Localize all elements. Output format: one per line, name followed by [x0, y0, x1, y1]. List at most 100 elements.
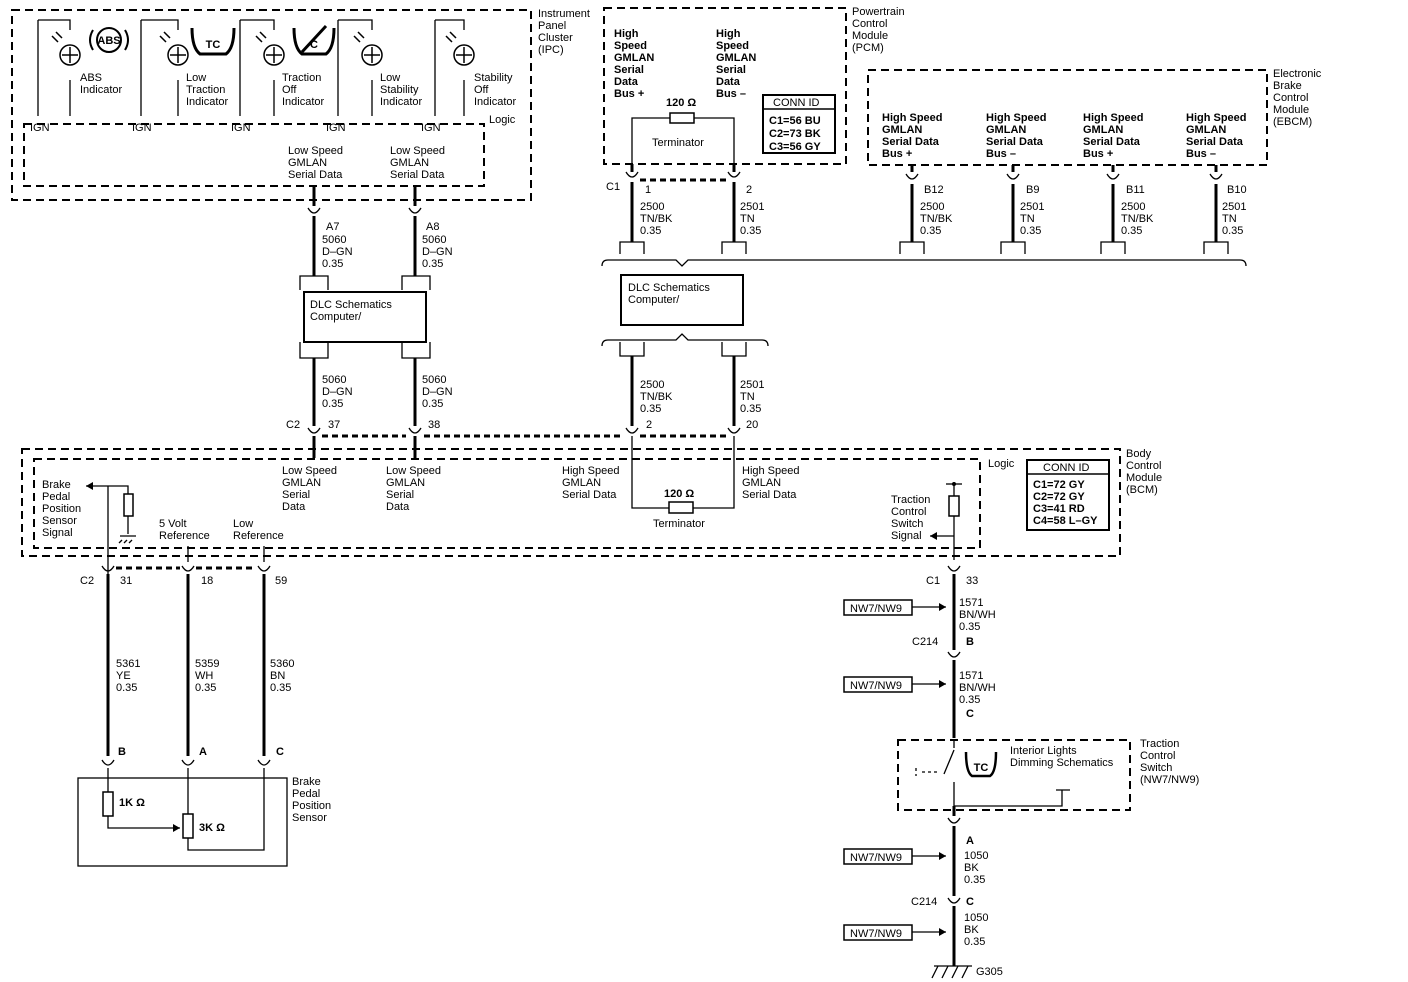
diagram-label: 0.35: [1020, 225, 1041, 237]
traction-control-symbol-icon: TC: [190, 27, 236, 56]
diagram-label: GMLAN: [614, 52, 654, 64]
diagram-label: D–GN: [422, 246, 453, 258]
indicator-labels: ABS Indicator Low Traction Indicator Tra…: [80, 72, 517, 108]
ipc-indicator-circuits: [37, 19, 465, 116]
diagram-label: C2=72 GY: [1033, 491, 1085, 503]
diagram-label: High: [614, 28, 639, 40]
diagram-label: Speed: [716, 40, 749, 52]
diagram-label: Brake: [42, 479, 71, 491]
diagram-label: 0.35: [270, 682, 291, 694]
diagram-label: 20: [746, 419, 758, 431]
diagram-label: Low Speed: [390, 145, 445, 157]
diagram-label: Speed: [614, 40, 647, 52]
diagram-label: Powertrain: [852, 6, 905, 18]
diagram-label: Switch: [891, 518, 923, 530]
diagram-label: BN/WH: [959, 609, 996, 621]
diagram-label: TN/BK: [640, 213, 673, 225]
diagram-label: TN: [740, 213, 755, 225]
diagram-label: GMLAN: [986, 124, 1026, 136]
diagram-label: D–GN: [422, 386, 453, 398]
diagram-label: High Speed: [986, 112, 1047, 124]
diagram-label: B: [966, 636, 974, 648]
abs-symbol-icon: ABS: [89, 27, 129, 53]
diagram-label: C1: [926, 575, 940, 587]
diagram-label: 1050: [964, 850, 988, 862]
diagram-label: Serial Data: [562, 489, 617, 501]
diagram-label: D–GN: [322, 246, 353, 258]
traction-off-symbol-icon: C: [292, 24, 336, 56]
diagram-label: 0.35: [964, 936, 985, 948]
diagram-label: Off: [282, 84, 297, 96]
diagram-label: 0.35: [422, 258, 443, 270]
diagram-label: NW7/NW9: [850, 928, 902, 940]
nw-ref-3: NW7/NW9: [843, 848, 946, 865]
diagram-label: Bus +: [614, 88, 644, 100]
diagram-label: GMLAN: [386, 477, 425, 489]
diagram-label: Serial: [282, 489, 310, 501]
diagram-label: TN: [1020, 213, 1035, 225]
diagram-label: C3=56 GY: [769, 141, 821, 153]
ipc-module: Instrument Panel Cluster (IPC) Logic ABS: [11, 8, 590, 201]
diagram-label: A: [966, 835, 974, 847]
diagram-label: 59: [275, 575, 287, 587]
diagram-label: High Speed: [1186, 112, 1247, 124]
abs-badge: ABS: [97, 35, 120, 47]
diagram-label: 0.35: [959, 694, 980, 706]
diagram-label: Stability: [380, 84, 419, 96]
diagram-label: 120 Ω: [664, 488, 694, 500]
diagram-label: C2: [80, 575, 94, 587]
bcm-module: Logic Body Control Module (BCM) CONN ID …: [21, 436, 1162, 574]
diagram-label: 0.35: [964, 874, 985, 886]
diagram-label: GMLAN: [282, 477, 321, 489]
diagram-label: GMLAN: [562, 477, 601, 489]
diagram-label: Serial: [386, 489, 414, 501]
diagram-label: Data: [282, 501, 306, 513]
diagram-label: Sensor: [42, 515, 77, 527]
diagram-label: 1K Ω: [119, 797, 145, 809]
diagram-label: TN: [740, 391, 755, 403]
diagram-label: C: [276, 746, 284, 758]
diagram-label: C214: [911, 896, 937, 908]
diagram-label: High Speed: [1083, 112, 1144, 124]
ipc-name-1: Instrument: [538, 8, 590, 20]
diagram-label: 0.35: [640, 403, 661, 415]
diagram-label: 5360: [270, 658, 294, 670]
tc-switch-icon: [964, 751, 998, 778]
tc-badge: TC: [206, 39, 221, 51]
diagram-label: GMLAN: [288, 157, 327, 169]
diagram-label: IGN: [132, 122, 152, 134]
diagram-label: Interior Lights: [1010, 745, 1077, 757]
diagram-label: (BCM): [1126, 484, 1158, 496]
diagram-label: Control: [1273, 92, 1308, 104]
diagram-label: Serial Data: [1186, 136, 1244, 148]
diagram-label: Data: [386, 501, 410, 513]
diagram-label: Serial Data: [1083, 136, 1141, 148]
diagram-label: Serial Data: [986, 136, 1044, 148]
diagram-label: Indicator: [186, 96, 229, 108]
diagram-label: Pedal: [42, 491, 70, 503]
diagram-label: B11: [1126, 184, 1145, 196]
diagram-label: B12: [924, 184, 944, 196]
diagram-label: 1050: [964, 912, 988, 924]
diagram-label: C214: [912, 636, 938, 648]
diagram-label: 5 Volt: [159, 518, 187, 530]
diagram-label: BN/WH: [959, 682, 996, 694]
diagram-label: Low: [186, 72, 206, 84]
diagram-label: Indicator: [282, 96, 325, 108]
diagram-label: IGN: [231, 122, 251, 134]
diagram-label: 1571: [959, 670, 983, 682]
ebcm-module: Electronic Brake Control Module (EBCM) H…: [867, 68, 1322, 254]
diagram-label: Control: [852, 18, 887, 30]
diagram-label: 5060: [322, 234, 346, 246]
bulb-icons: [51, 31, 475, 66]
diagram-label: 1571: [959, 597, 983, 609]
diagram-label: BN: [270, 670, 285, 682]
diagram-label: 2500: [640, 379, 664, 391]
diagram-label: GMLAN: [882, 124, 922, 136]
diagram-label: GMLAN: [742, 477, 781, 489]
diagram-label: Serial Data: [742, 489, 797, 501]
diagram-label: B9: [1026, 184, 1039, 196]
diagram-label: Sensor: [292, 812, 327, 824]
diagram-label: Signal: [42, 527, 73, 539]
